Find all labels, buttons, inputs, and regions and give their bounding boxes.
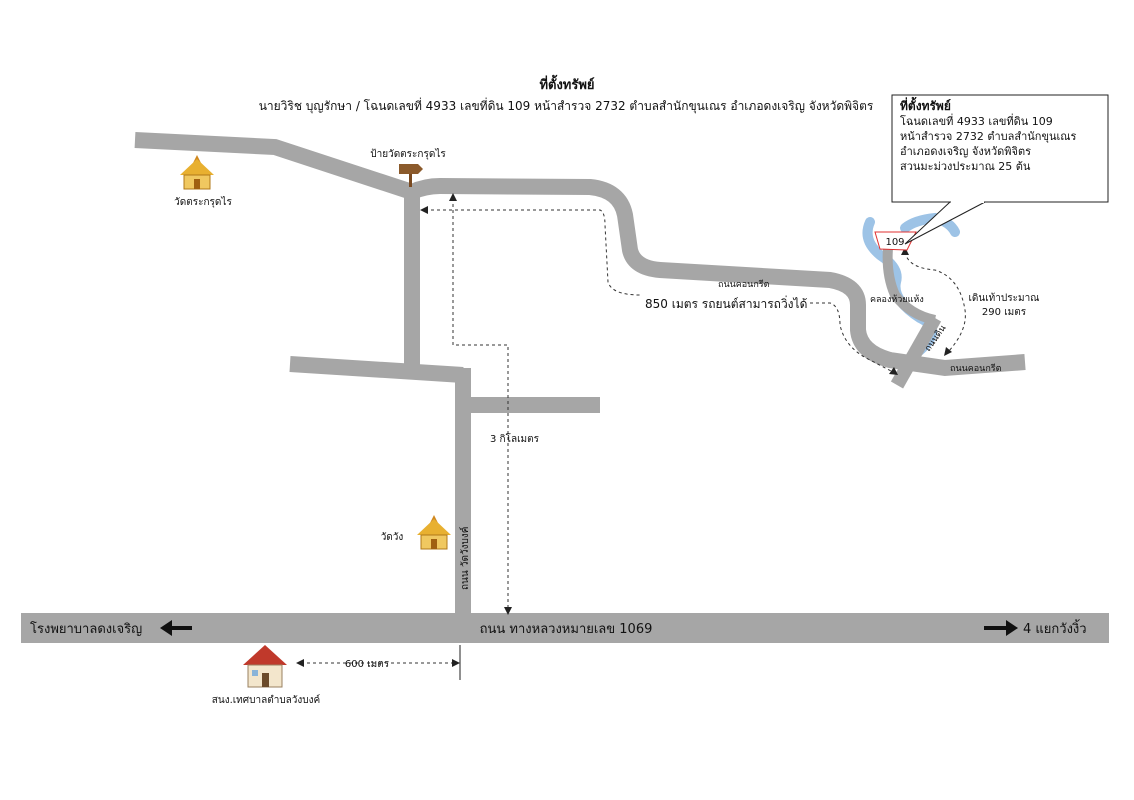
temple-wang-label: วัดวัง (381, 532, 404, 543)
walk-distance-label-1: เดินเท้าประมาณ (969, 292, 1040, 304)
temple-wang-icon (417, 515, 451, 550)
route-lines (301, 198, 966, 664)
callout-line: โฉนดเลขที่ 4933 เลขที่ดิน 109 (900, 115, 1053, 128)
road-left-branch (289, 356, 464, 383)
right-arrow-icon (984, 620, 1018, 636)
callout-line: สวนมะม่วงประมาณ 25 ต้น (900, 160, 1031, 173)
signpost-icon (399, 164, 423, 187)
callout-line: หน้าสำรวจ 2732 ตำบลสำนักขุนเณร (900, 130, 1077, 143)
canal-label: คลองห้วยแห้ง (870, 294, 924, 305)
route-arrowheads (296, 193, 952, 667)
temple-sign-label: ป้ายวัดตระกรุดไร (370, 148, 446, 160)
six-hundred-label: 600 เมตร (345, 659, 390, 670)
office-label: สนง.เทศบาลตำบลวังบงค์ (212, 694, 320, 706)
map-subtitle: นายวิริช บุญรักษา / โฉนดเลขที่ 4933 เลขท… (259, 97, 874, 114)
road-top-left (134, 132, 415, 200)
callout: ที่ตั้งทรัพย์ โฉนดเลขที่ 4933 เลขที่ดิน … (892, 95, 1108, 202)
plot-number: 109 (885, 237, 904, 248)
left-destination: โรงพยาบาลดงเจริญ (30, 621, 142, 637)
main-highway (21, 613, 1109, 643)
map-title: ที่ตั้งทรัพย์ (539, 74, 594, 93)
right-destination: 4 แยกวังงิ้ว (1023, 619, 1087, 637)
concrete-road-label-2: ถนนคอนกรีต (950, 363, 1002, 374)
road-dirt (890, 314, 942, 389)
three-km-label: 3 กิโลเมตร (490, 432, 540, 445)
road-top-curve (408, 177, 1026, 377)
vertical-road-label: ถนน วัดวังบงค์ (459, 527, 471, 590)
plot-access-road (882, 247, 937, 325)
callout-box (891, 94, 1109, 203)
callout-line: อำเภอดงเจริญ จังหวัดพิจิตร (900, 145, 1032, 158)
highway-label: ถนน ทางหลวงหมายเลข 1069 (480, 622, 653, 637)
walk-distance-label-2: 290 เมตร (982, 307, 1027, 318)
temple-icon (180, 155, 214, 190)
plot-marker (874, 231, 917, 251)
callout-title: ที่ตั้งทรัพย์ (900, 99, 951, 113)
concrete-road-label-1: ถนนคอนกรีต (718, 279, 770, 290)
road-network (21, 132, 1109, 643)
left-arrow-icon (160, 620, 192, 636)
temple-top-label: วัดตระกรุดไร (174, 196, 232, 208)
drive-distance-label: 850 เมตร รถยนต์สามารถวิ่งได้ (645, 295, 807, 311)
house-icon (243, 645, 287, 688)
